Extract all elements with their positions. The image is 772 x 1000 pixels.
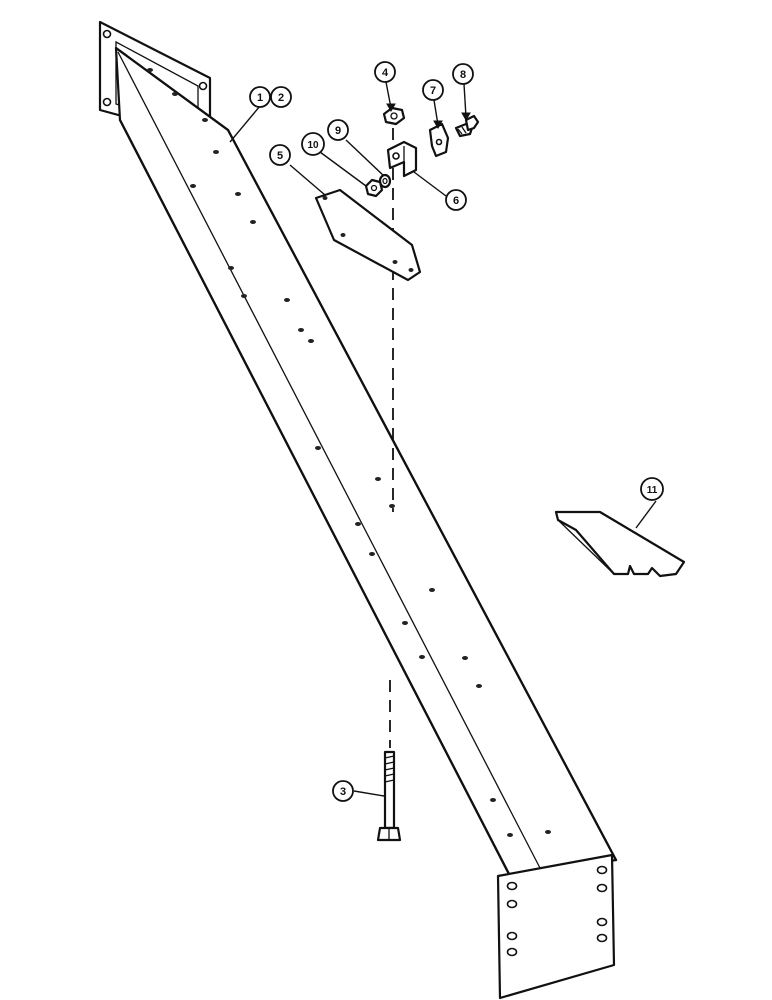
callout-1: 1: [249, 86, 271, 108]
callout-7-label: 7: [430, 85, 436, 97]
callout-2-label: 2: [278, 92, 284, 104]
callout-9: 9: [327, 119, 349, 141]
beam-holes: [147, 68, 551, 837]
callout-8-label: 8: [460, 69, 466, 81]
callout-3-label: 3: [340, 786, 346, 798]
callout-10: 10: [301, 132, 325, 156]
callout-10-label: 10: [307, 140, 319, 151]
callout-8: 8: [452, 63, 474, 85]
callout-1-label: 1: [257, 92, 263, 104]
mounting-plate-part-5: [314, 188, 422, 282]
callout-6: 6: [445, 189, 467, 211]
callout-6-label: 6: [453, 195, 459, 207]
callout-2: 2: [270, 86, 292, 108]
bolt-part-3: [376, 750, 402, 842]
callout-11: 11: [640, 477, 664, 501]
callout-5: 5: [269, 144, 291, 166]
nut-part-4: [382, 106, 406, 126]
callout-9-label: 9: [335, 125, 341, 137]
shim-part-11: [554, 510, 686, 578]
cap-screw-part-8: [454, 114, 480, 138]
callout-4: 4: [374, 61, 396, 83]
nut-part-10: [364, 178, 384, 198]
callout-11-label: 11: [647, 485, 658, 496]
clip-part-7: [428, 122, 450, 158]
leader-lines: [229, 81, 657, 797]
beam-assembly: [98, 20, 618, 1000]
callout-4-label: 4: [382, 67, 389, 79]
bottom-mounting-plate: [496, 853, 616, 1000]
callout-5-label: 5: [277, 150, 283, 162]
callout-7: 7: [422, 79, 444, 101]
callout-3: 3: [332, 780, 354, 802]
beam-body: [114, 46, 618, 878]
bracket-part-6: [386, 140, 418, 178]
